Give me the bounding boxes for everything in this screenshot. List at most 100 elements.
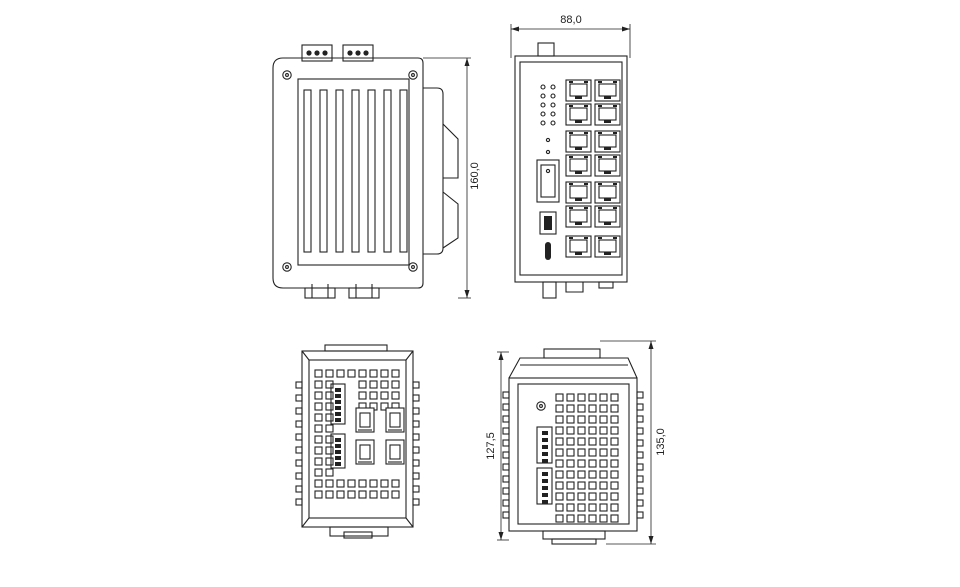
rj45-port <box>594 205 621 228</box>
vent-slot <box>555 514 564 523</box>
fin <box>319 89 328 253</box>
rj45-port <box>594 181 621 204</box>
fin <box>502 451 510 459</box>
vent-slot <box>566 415 575 424</box>
vent-slot <box>325 457 334 466</box>
fin <box>412 381 420 389</box>
fin <box>295 498 303 506</box>
vent-slot <box>325 435 334 444</box>
vent-slot <box>610 426 619 435</box>
fin <box>502 499 510 507</box>
heatsink-fins <box>303 89 408 253</box>
fin <box>502 439 510 447</box>
fin <box>502 427 510 435</box>
vent-slot <box>588 426 597 435</box>
vent-slot <box>314 369 323 378</box>
vent-slot <box>358 479 367 488</box>
vent-slot <box>336 369 345 378</box>
vent-slot <box>599 470 608 479</box>
fin <box>502 415 510 423</box>
usb-c-port <box>545 242 551 260</box>
vent-slot <box>325 446 334 455</box>
vent-slot <box>599 448 608 457</box>
fin <box>502 487 510 495</box>
sfp-cage <box>355 407 375 433</box>
vent-slot <box>314 402 323 411</box>
fin <box>295 420 303 428</box>
vent-slot <box>555 404 564 413</box>
fin <box>412 446 420 454</box>
vent-slot <box>380 380 389 389</box>
vent-slot <box>599 459 608 468</box>
vent-slot <box>555 426 564 435</box>
terminal-pin <box>335 412 341 416</box>
fin <box>636 403 644 411</box>
din-bracket <box>423 87 444 255</box>
vent-slot <box>610 470 619 479</box>
vent-grid-b <box>555 393 619 523</box>
vent-slot <box>577 459 586 468</box>
vent-slot <box>588 437 597 446</box>
led-single-lower <box>545 149 551 155</box>
vent-slot <box>599 437 608 446</box>
vent-slot <box>369 479 378 488</box>
vent-slot <box>566 437 575 446</box>
vent-slot <box>599 426 608 435</box>
vent-slot <box>577 415 586 424</box>
sfp-cages-a <box>355 407 405 465</box>
fin <box>412 498 420 506</box>
vent-slot <box>610 437 619 446</box>
vent-slot <box>555 415 564 424</box>
led <box>550 84 556 90</box>
din-clip-lower <box>442 191 459 249</box>
led-single-upper <box>545 137 551 143</box>
vent-slot <box>599 503 608 512</box>
bottom-tab-a <box>329 526 389 537</box>
rj45-port-array <box>565 79 621 258</box>
bottom-connector-right <box>348 287 380 299</box>
vent-slot <box>566 448 575 457</box>
fin <box>412 420 420 428</box>
vent-slot <box>314 424 323 433</box>
fin <box>295 446 303 454</box>
vent-slot <box>610 514 619 523</box>
fin <box>399 89 408 253</box>
height-label: 160,0 <box>469 162 481 190</box>
led <box>540 102 546 108</box>
terminal-pin <box>335 438 341 442</box>
vent-slot <box>566 404 575 413</box>
vent-slot <box>325 490 334 499</box>
vent-slot <box>599 415 608 424</box>
width-dimension <box>510 24 631 58</box>
depth-label-left: 127,5 <box>485 432 497 460</box>
vent-slot <box>566 481 575 490</box>
usb-a-port <box>539 211 557 235</box>
bottom-fixture-b <box>542 530 606 540</box>
bottom-right-frame <box>517 383 630 525</box>
sfp-cage <box>355 439 375 465</box>
fin <box>636 475 644 483</box>
vent-slot <box>610 404 619 413</box>
vent-slot <box>610 448 619 457</box>
rj45-port <box>565 103 592 126</box>
vent-slot <box>566 426 575 435</box>
fin <box>412 433 420 441</box>
vent-slot <box>314 391 323 400</box>
terminal-pin <box>335 388 341 392</box>
rj45-port <box>565 205 592 228</box>
vent-slot <box>599 514 608 523</box>
terminal-block-right <box>342 44 374 62</box>
vent-slot <box>610 503 619 512</box>
vent-slot <box>566 503 575 512</box>
led <box>540 111 546 117</box>
terminal-pin <box>335 418 341 422</box>
terminal-block-left <box>301 44 333 62</box>
vent-slot <box>555 470 564 479</box>
rj45-port <box>565 235 592 258</box>
vent-slot <box>369 490 378 499</box>
vent-slot <box>588 415 597 424</box>
vent-slot <box>577 426 586 435</box>
vent-slot <box>325 413 334 422</box>
vent-slot <box>555 448 564 457</box>
